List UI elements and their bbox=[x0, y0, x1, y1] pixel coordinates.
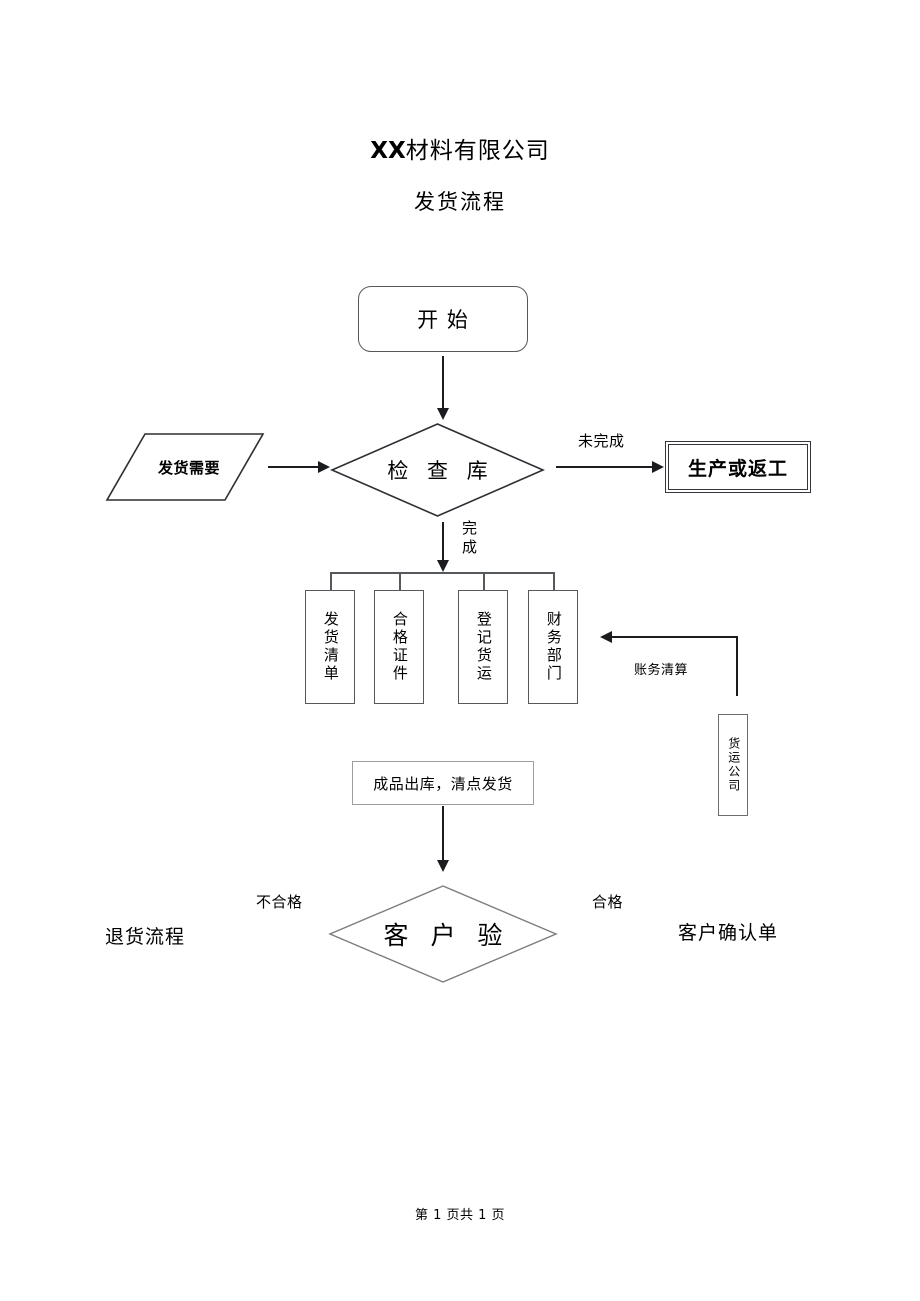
node-register-freight: 登记货运 bbox=[458, 590, 508, 704]
side-label-return-flow: 退货流程 bbox=[105, 926, 186, 948]
arrowhead-outbound-to-customer bbox=[437, 860, 449, 872]
edge-label-pass: 合格 bbox=[592, 893, 624, 911]
node-freight-company-label: 货运公司 bbox=[726, 737, 741, 793]
connector-check-to-rework bbox=[556, 466, 654, 468]
node-shipping-list: 发货清单 bbox=[305, 590, 355, 704]
node-register-freight-label: 登记货运 bbox=[474, 611, 493, 683]
diamond-shape-check bbox=[330, 423, 545, 517]
node-quality-cert: 合格证件 bbox=[374, 590, 424, 704]
connector-check-to-docs bbox=[442, 522, 444, 564]
page-title: XX材料有限公司 bbox=[0, 131, 920, 165]
node-customer-check-label: 客 户 验 bbox=[383, 921, 510, 950]
arrowhead-demand-to-check bbox=[318, 461, 330, 473]
node-quality-cert-label: 合格证件 bbox=[390, 611, 409, 683]
connector-drop-4 bbox=[553, 572, 555, 592]
edge-label-incomplete: 未完成 bbox=[578, 432, 625, 450]
arrowhead-check-to-docs bbox=[437, 560, 449, 572]
connector-drop-2 bbox=[399, 572, 401, 592]
node-shipping-demand: 发货需要 bbox=[105, 432, 265, 502]
arrowhead-check-to-rework bbox=[652, 461, 664, 473]
node-outbound: 成品出库，清点发货 bbox=[352, 761, 534, 805]
node-shipping-demand-label: 发货需要 bbox=[157, 458, 220, 477]
node-start: 开 始 bbox=[358, 286, 528, 352]
connector-settlement-horizontal bbox=[612, 636, 738, 638]
edge-label-settlement: 账务清算 bbox=[634, 663, 689, 678]
node-freight-company: 货运公司 bbox=[718, 714, 748, 816]
parallelogram-shape bbox=[105, 433, 265, 501]
connector-outbound-to-customer bbox=[442, 806, 444, 864]
arrowhead-start-to-check bbox=[437, 408, 449, 420]
node-finance-dept: 财务部门 bbox=[528, 590, 578, 704]
page-title-latin: XX bbox=[370, 138, 406, 164]
edge-label-complete: 完成 bbox=[462, 519, 478, 556]
node-check-stock: 检 查 库 bbox=[330, 422, 545, 518]
side-label-customer-confirm: 客户确认单 bbox=[678, 922, 779, 944]
node-rework: 生产或返工 bbox=[665, 441, 811, 493]
node-check-stock-label: 检 查 库 bbox=[387, 459, 494, 483]
diamond-shape-customer bbox=[328, 885, 558, 983]
connector-doc-bus bbox=[330, 572, 554, 574]
page-title-cn: 材料有限公司 bbox=[405, 138, 550, 164]
node-finance-dept-label: 财务部门 bbox=[544, 611, 563, 683]
connector-demand-to-check bbox=[268, 466, 320, 468]
node-shipping-list-label: 发货清单 bbox=[321, 611, 340, 683]
connector-start-to-check bbox=[442, 356, 444, 412]
node-customer-check: 客 户 验 bbox=[328, 884, 558, 984]
arrowhead-settlement bbox=[600, 631, 612, 643]
connector-drop-3 bbox=[483, 572, 485, 592]
edge-label-fail: 不合格 bbox=[256, 893, 303, 911]
connector-drop-1 bbox=[330, 572, 332, 592]
connector-settlement-vertical bbox=[736, 636, 738, 696]
page-footer: 第 1 页共 1 页 bbox=[414, 1208, 506, 1223]
page-subtitle: 发货流程 bbox=[414, 190, 506, 214]
